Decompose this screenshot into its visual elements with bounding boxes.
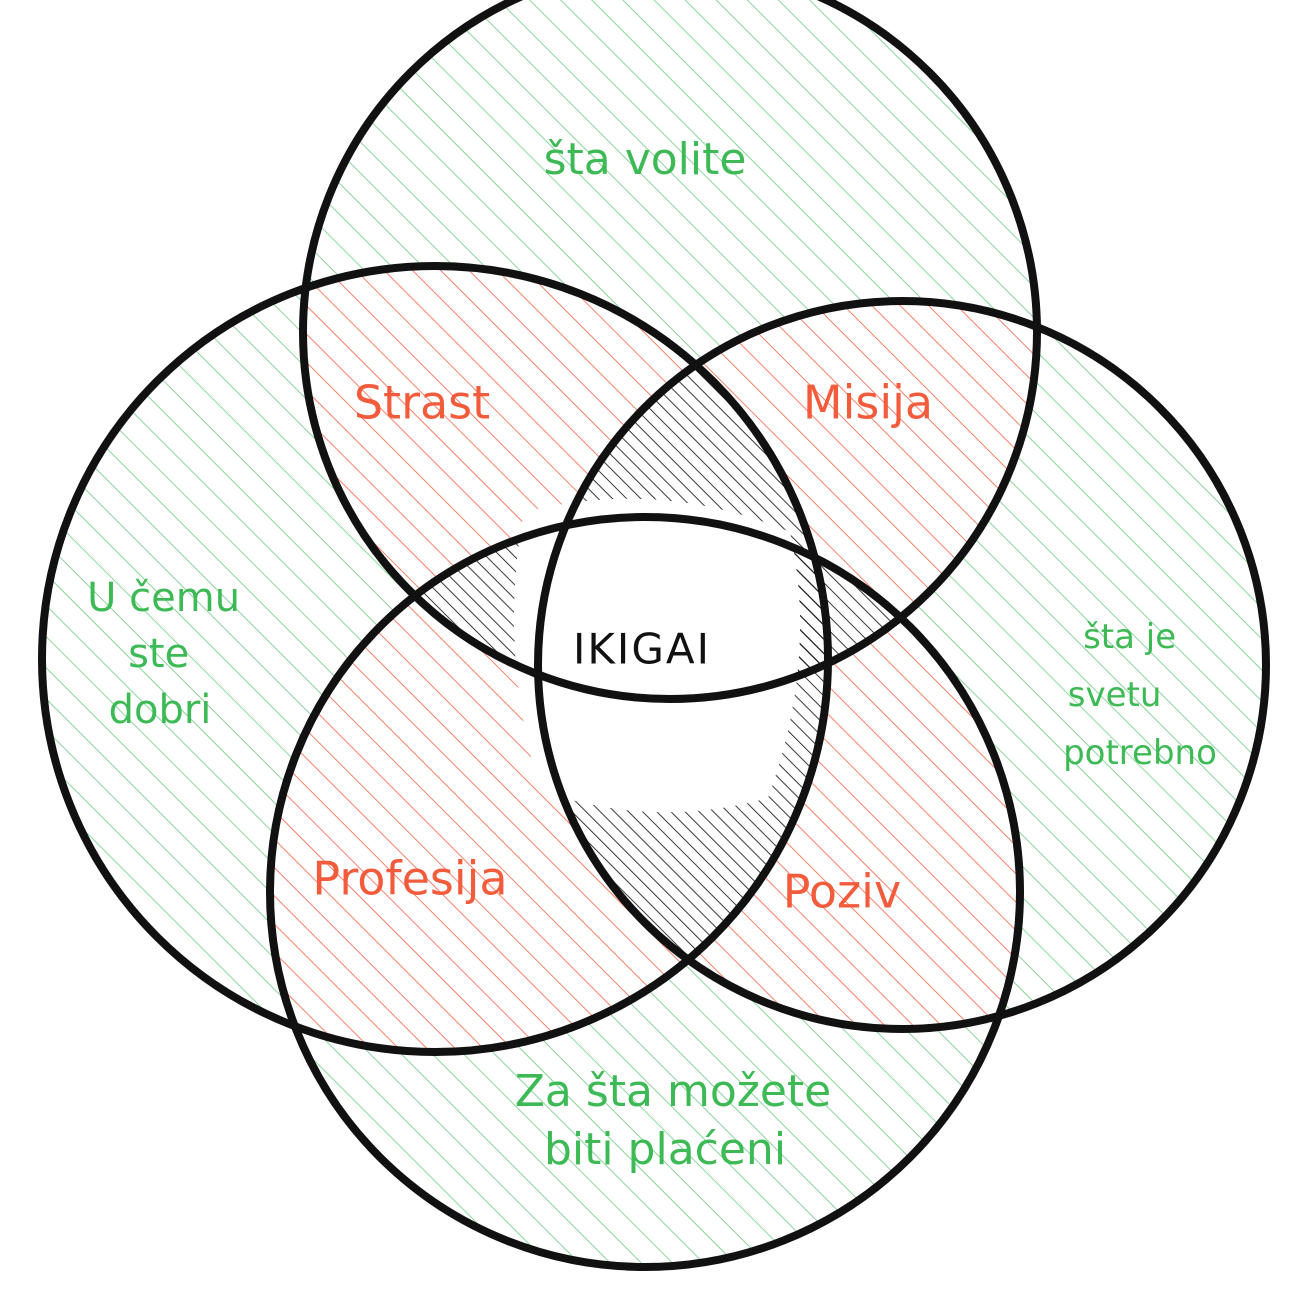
label-right-line-3: potrebno — [1063, 733, 1217, 773]
label-left-line-2: ste — [128, 631, 189, 677]
label-left-line-1: U čemu — [87, 575, 240, 621]
label-bottom-line-2: biti plaćeni — [544, 1124, 786, 1175]
hatch-left-bottom-top-or-right — [303, 517, 828, 1029]
label-left-circle: U čemu ste dobri — [87, 575, 253, 733]
hatch-top-left-right — [538, 301, 828, 699]
circle-bottom — [266, 513, 1024, 1271]
circle-left — [38, 262, 832, 1056]
circle-top — [299, 0, 1041, 703]
circle-right — [534, 297, 1270, 1033]
label-profesija: Profesija — [312, 852, 507, 906]
label-ikigai: IKIGAI — [573, 625, 711, 674]
label-left-line-3: dobri — [109, 687, 212, 733]
center-region — [514, 498, 801, 813]
label-bottom-circle: Za šta možete biti plaćeni — [515, 1066, 846, 1175]
label-top-circle: šta volite — [544, 134, 747, 185]
label-poziv: Poziv — [783, 865, 901, 919]
label-right-circle: šta je svetu potrebno — [1063, 617, 1217, 773]
label-right-line-2: svetu — [1068, 675, 1162, 715]
label-misija: Misija — [803, 376, 933, 430]
label-right-line-1: šta je — [1083, 617, 1176, 657]
label-strast: Strast — [354, 376, 490, 430]
label-bottom-line-1: Za šta možete — [515, 1066, 832, 1117]
